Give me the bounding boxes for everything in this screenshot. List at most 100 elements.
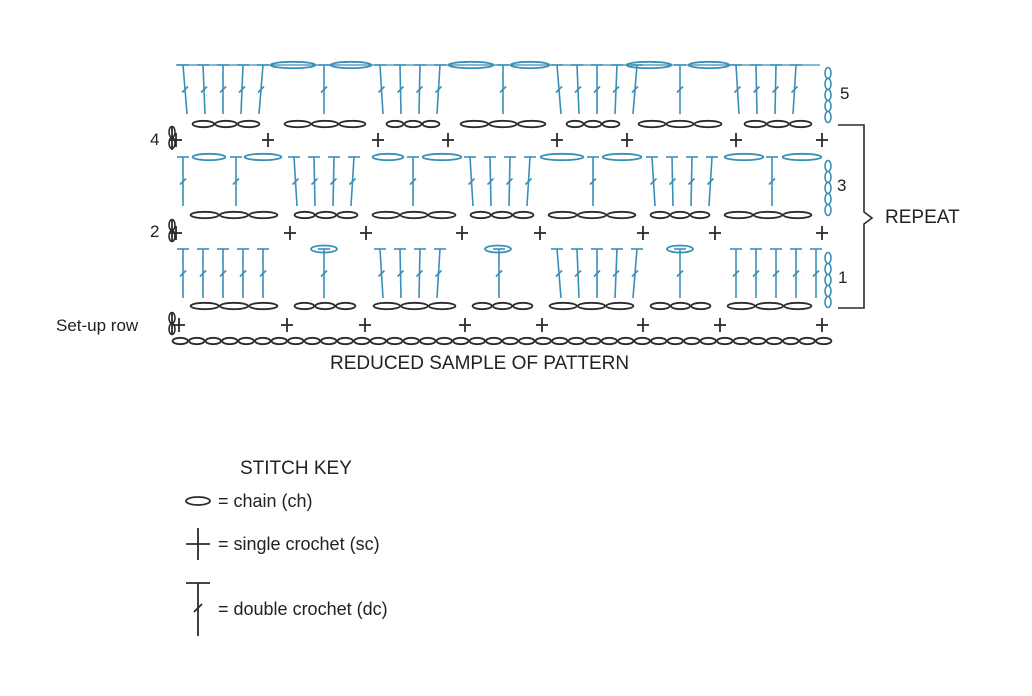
chain-stitch	[371, 152, 405, 162]
foundation-chain	[765, 336, 783, 346]
chain-stitch	[512, 301, 534, 311]
chain-stitch	[248, 301, 279, 311]
foundation-chain	[501, 336, 519, 346]
foundation-chain	[419, 336, 437, 346]
double-crochet-stitch	[790, 248, 802, 298]
double-crochet-stitch	[666, 156, 678, 207]
double-crochet-stitch	[177, 156, 189, 206]
dc-slash	[612, 85, 620, 94]
foundation-chain	[468, 336, 486, 346]
dc-slash	[768, 177, 776, 186]
foundation-chain	[600, 336, 618, 346]
foundation-chain	[650, 336, 668, 346]
foundation-chain	[204, 336, 222, 346]
double-crochet-stitch	[497, 64, 509, 114]
dc-icon-slash	[193, 603, 203, 613]
double-crochet-stitch	[414, 64, 426, 115]
foundation-chain	[386, 336, 404, 346]
foundation-chain	[716, 336, 734, 346]
double-crochet-stitch	[318, 64, 330, 114]
single-crochet-stitch	[456, 226, 468, 240]
double-crochet-stitch	[348, 156, 360, 207]
double-crochet-stitch	[631, 248, 643, 299]
dc-slash	[415, 85, 424, 94]
single-crochet-stitch	[459, 318, 471, 332]
foundation-chain	[221, 336, 239, 346]
turning-chain-stitch	[824, 170, 832, 184]
dc-slash	[812, 269, 820, 278]
foundation-chain	[633, 336, 651, 346]
double-crochet-stitch	[493, 248, 505, 298]
dc-slash	[771, 85, 780, 94]
dc-slash	[239, 269, 247, 278]
chain-stitch	[421, 119, 441, 129]
chain-stitch	[670, 301, 691, 311]
double-crochet-stitch	[646, 156, 658, 207]
dc-slash	[772, 269, 780, 278]
double-crochet-stitch	[587, 156, 599, 206]
repeat-label: REPEAT	[885, 207, 960, 228]
double-crochet-stitch	[308, 156, 320, 207]
chain-stitch	[310, 244, 338, 254]
chain-stitch	[315, 210, 337, 220]
dc-slash	[415, 269, 424, 278]
chain-stitch	[637, 119, 667, 129]
double-crochet-stitch	[750, 64, 762, 115]
single-crochet-stitch	[714, 318, 726, 332]
foundation-chain	[452, 336, 470, 346]
single-crochet-stitch	[534, 226, 546, 240]
dc-slash	[505, 177, 514, 186]
foundation-chain	[798, 336, 816, 346]
chain-stitch	[601, 119, 621, 129]
single-crochet-stitch	[816, 226, 828, 240]
double-crochet-icon	[186, 582, 210, 636]
chain-stitch	[428, 301, 457, 311]
chain-stitch	[743, 119, 767, 129]
double-crochet-stitch	[674, 64, 686, 114]
double-crochet-stitch	[217, 248, 229, 298]
dc-slash	[486, 177, 495, 186]
double-crochet-stitch	[464, 156, 476, 207]
single-crochet-stitch	[551, 133, 563, 147]
chain-stitch	[471, 301, 493, 311]
turning-chain-stitch	[168, 229, 176, 243]
chain-stitch	[783, 301, 813, 311]
chain-stitch	[399, 210, 429, 220]
double-crochet-stitch	[551, 64, 563, 115]
dc-slash	[219, 269, 227, 278]
double-crochet-stitch	[237, 248, 249, 298]
double-crochet-stitch	[730, 248, 742, 298]
turning-chain-stitch	[824, 251, 832, 265]
chain-stitch	[723, 152, 765, 162]
single-crochet-stitch	[816, 133, 828, 147]
chain-stitch	[781, 152, 823, 162]
foundation-chain	[699, 336, 717, 346]
dc-slash	[348, 177, 357, 186]
turning-chain-stitch	[824, 262, 832, 276]
foundation-chain	[584, 336, 602, 346]
single-crochet-stitch	[709, 226, 721, 240]
turning-chain-stitch	[824, 77, 832, 91]
dc-slash	[593, 269, 601, 278]
double-crochet-stitch	[591, 248, 603, 298]
double-crochet-stitch	[484, 156, 496, 207]
foundation-chain	[485, 336, 503, 346]
chain-stitch	[577, 301, 606, 311]
single-crochet-icon	[186, 528, 210, 560]
foundation-chain	[617, 336, 635, 346]
chain-stitch	[512, 210, 535, 220]
foundation-chain	[666, 336, 684, 346]
chain-icon	[185, 496, 211, 506]
dc-slash	[555, 269, 563, 278]
chain-stitch	[336, 210, 359, 220]
chain-stitch	[459, 119, 489, 129]
chain-stitch	[693, 119, 723, 129]
dc-slash	[238, 85, 246, 94]
double-crochet-stitch	[394, 64, 406, 115]
key-sc-label: = single crochet (sc)	[218, 534, 380, 554]
chain-stitch	[789, 119, 813, 129]
row-label-1: 1	[838, 268, 848, 287]
double-crochet-stitch	[257, 248, 269, 298]
dc-slash	[790, 85, 799, 94]
